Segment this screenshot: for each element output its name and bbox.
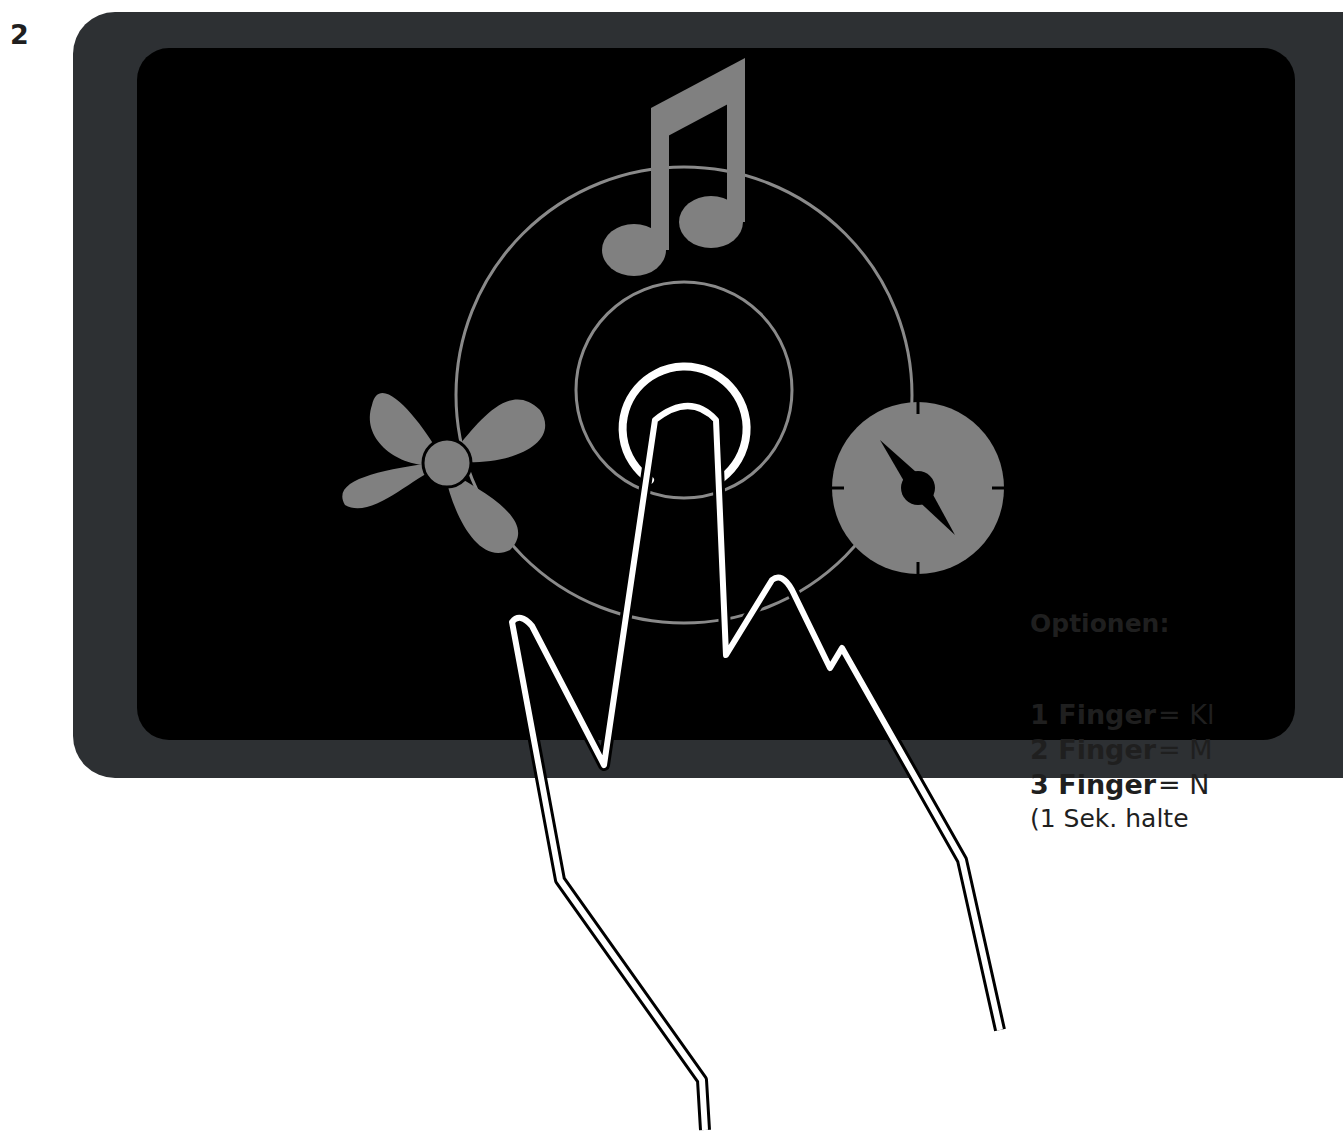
option-note: (1 Sek. halte <box>1030 805 1189 833</box>
option-key: 1 Finger <box>1030 700 1156 730</box>
option-value: = M <box>1158 735 1213 765</box>
touch-ring <box>623 367 747 480</box>
option-key: 3 Finger <box>1030 770 1156 800</box>
option-value: = Kl <box>1158 700 1214 730</box>
option-key: 2 Finger <box>1030 735 1156 765</box>
menu-ring <box>456 167 912 623</box>
options-heading: Optionen: <box>1030 610 1169 638</box>
music-icon <box>602 58 745 276</box>
display-bezel <box>73 12 1343 778</box>
option-value: = N <box>1158 770 1209 800</box>
display-screen <box>137 48 1295 740</box>
compass-icon <box>832 402 1004 574</box>
hand-outline <box>512 406 1000 1130</box>
fan-icon <box>342 393 545 553</box>
inner-ring <box>576 282 792 498</box>
panel-number: 2 <box>10 20 29 50</box>
